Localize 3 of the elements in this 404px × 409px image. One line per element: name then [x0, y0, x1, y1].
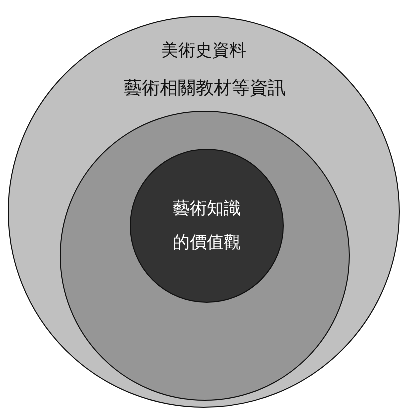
ring-label: 美術史資料 [162, 40, 246, 62]
ring-label: 藝術知識的價值觀 [172, 198, 242, 255]
ring-label: 藝術相關教材等資訊 [124, 77, 286, 100]
